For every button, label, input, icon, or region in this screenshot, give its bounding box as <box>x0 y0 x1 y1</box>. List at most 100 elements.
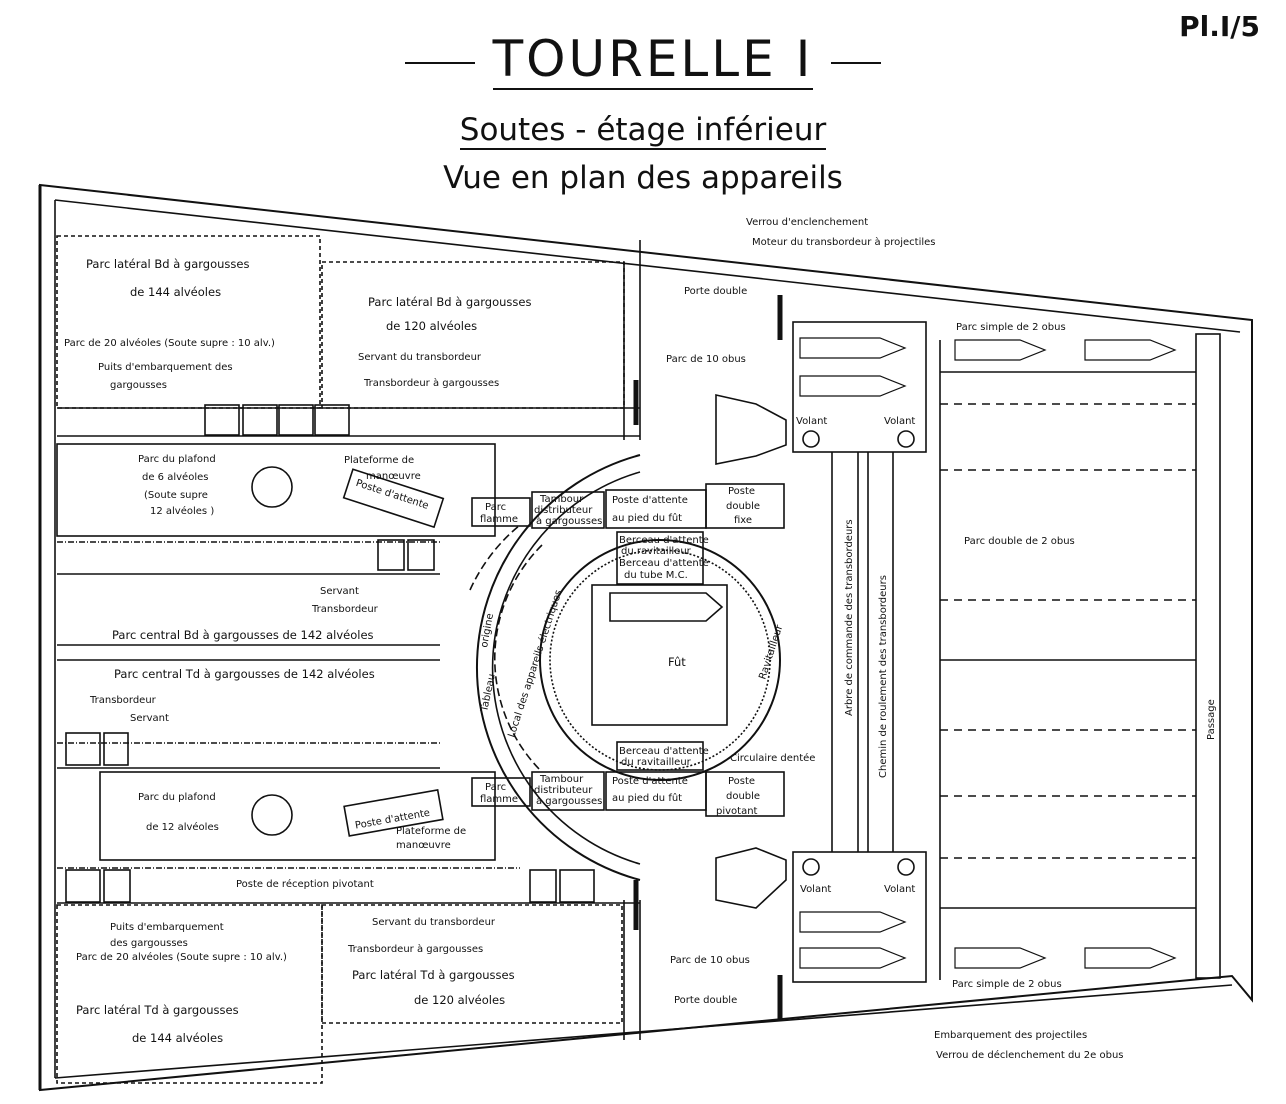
label-servant-top: Servant du transbordeur <box>358 352 482 363</box>
label-volant-2: Volant <box>884 416 915 427</box>
label-parc-double: Parc double de 2 obus <box>964 536 1075 547</box>
subtitle-text: Soutes - étage inférieur <box>459 112 827 150</box>
label-transb-bot: Transbordeur à gargousses <box>347 943 483 955</box>
label-volant-3: Volant <box>800 884 831 895</box>
label-plateforme-bot-b: manœuvre <box>396 840 451 851</box>
label-volant-1: Volant <box>796 416 827 427</box>
passage-corridor <box>1195 333 1221 979</box>
label-parc-plafond6-c: (Soute supre <box>144 490 208 501</box>
label-tambour-bot: Tambour <box>539 774 584 785</box>
label-parc-flamme-bot: Parc <box>485 782 506 793</box>
label-tambour-top-b: distributeur <box>534 505 593 516</box>
label-puits-top: Puits d'embarquement des <box>98 362 233 373</box>
label-berceau-top-c: Berceau d'attente <box>619 558 709 569</box>
label-verrou-top: Verrou d'enclenchement <box>746 217 868 228</box>
label-parc-20-top: Parc de 20 alvéoles (Soute supre : 10 al… <box>64 337 275 349</box>
label-plateforme-bot: Plateforme de <box>396 826 466 837</box>
label-moteur: Moteur du transbordeur à projectiles <box>752 236 935 248</box>
label-volant-4: Volant <box>884 884 915 895</box>
label-parc-lat-bd-120: Parc latéral Bd à gargousses <box>368 295 531 309</box>
platform-top <box>56 443 496 537</box>
magazine-lower-left <box>56 904 323 1084</box>
label-berceau-top-d: du tube M.C. <box>624 570 688 581</box>
label-verrou-bot: Verrou de déclenchement du 2e obus <box>936 1049 1124 1061</box>
label-parc-central-bd: Parc central Bd à gargousses de 142 alvé… <box>112 628 374 642</box>
label-porte-double-bot: Porte double <box>674 995 737 1006</box>
label-parc-10-top: Parc de 10 obus <box>666 354 746 365</box>
label-transb-low: Transbordeur <box>89 695 157 706</box>
label-poste-fut-bot: Poste d'attente <box>612 776 688 787</box>
label-tambour-top: Tambour <box>539 494 584 505</box>
transbordeur-frame <box>792 321 927 453</box>
label-tambour-bot-b: distributeur <box>534 785 593 796</box>
label-parc-lat-td-120-b: de 120 alvéoles <box>414 993 505 1007</box>
barbette-circle <box>539 539 781 781</box>
label-puits-bot-b: des gargousses <box>110 938 188 949</box>
label-poste-pivotant-b: double <box>726 791 760 802</box>
label-arbre: Arbre de commande des transbordeurs <box>844 519 855 716</box>
label-local: Local des appareils électriques <box>505 588 564 739</box>
label-parc-lat-td-144: Parc latéral Td à gargousses <box>76 1003 239 1017</box>
subtitle-vue: Vue en plan des appareils <box>443 160 843 196</box>
label-parc-plafond6: Parc du plafond <box>138 454 216 465</box>
label-berceau-bot: Berceau d'attente <box>619 746 709 757</box>
label-parc-simple-bot: Parc simple de 2 obus <box>952 979 1062 990</box>
plate-number: Pl.I/5 <box>1179 10 1260 43</box>
title-text: TOURELLE I <box>492 30 814 90</box>
label-parc-lat-td-120: Parc latéral Td à gargousses <box>352 968 515 982</box>
magazine-upper-left <box>56 235 321 409</box>
fut-block <box>591 584 728 726</box>
label-poste-reception: Poste de réception pivotant <box>236 878 374 890</box>
label-parc-plafond6-b: de 6 alvéoles <box>142 471 208 483</box>
label-fut: Fût <box>668 655 686 669</box>
label-poste-pivotant: Poste <box>728 776 755 787</box>
label-puits-bot: Puits d'embarquement <box>110 922 224 933</box>
label-circulaire: Circulaire dentée <box>730 752 815 764</box>
label-plateforme-top-b: manœuvre <box>366 471 421 482</box>
label-transb-top: Transbordeur à gargousses <box>363 377 499 389</box>
label-transb-mid: Transbordeur <box>311 604 379 615</box>
label-berceau-top: Berceau d'attente <box>619 535 709 546</box>
label-parc-lat-td-144-b: de 144 alvéoles <box>132 1031 223 1045</box>
label-porte-double-top: Porte double <box>684 286 747 297</box>
label-poste-fixe-b: double <box>726 501 760 512</box>
label-parc-central-td: Parc central Td à gargousses de 142 alvé… <box>114 667 375 681</box>
turret-arc <box>476 454 641 881</box>
label-parc-lat-bd-144-b: de 144 alvéoles <box>130 285 221 299</box>
label-passage: Passage <box>1206 699 1217 740</box>
label-tableau: Tableau <box>479 673 498 714</box>
label-parc-simple-top: Parc simple de 2 obus <box>956 322 1066 333</box>
label-poste-fut-top: Poste d'attente <box>612 495 688 506</box>
label-parc-10-bot: Parc de 10 obus <box>670 955 750 966</box>
label-tambour-bot-c: à gargousses <box>536 795 602 807</box>
label-poste-fixe-c: fixe <box>734 515 752 526</box>
label-chemin: Chemin de roulement des transbordeurs <box>878 575 889 778</box>
label-parc-flamme-top-b: flamme <box>480 514 518 525</box>
subtitle-soutes: Soutes - étage inférieur <box>0 112 1286 150</box>
label-poste-pivotant-c: pivotant <box>716 806 758 817</box>
label-poste-attente-top: Poste d'attente <box>354 478 430 512</box>
label-servant-mid: Servant <box>320 586 359 597</box>
label-servant-low: Servant <box>130 713 169 724</box>
label-poste-fut-bot-b: au pied du fût <box>612 792 682 804</box>
label-poste-fut-top-b: au pied du fût <box>612 512 682 524</box>
label-servant-bot: Servant du transbordeur <box>372 917 496 928</box>
magazine-lower-mid <box>321 904 623 1024</box>
label-poste-fixe: Poste <box>728 486 755 497</box>
label-parc-plafond6-d: 12 alvéoles ) <box>150 505 214 517</box>
label-plateforme-top: Plateforme de <box>344 455 414 466</box>
label-parc-plafond12-b: de 12 alvéoles <box>146 821 219 833</box>
platform-bottom <box>99 771 496 861</box>
drawing-title: TOURELLE I <box>0 30 1286 90</box>
label-parc-flamme-bot-b: flamme <box>480 794 518 805</box>
label-tambour-top-c: à gargousses <box>536 515 602 527</box>
label-embarquement: Embarquement des projectiles <box>934 1030 1087 1041</box>
label-parc-plafond12: Parc du plafond <box>138 792 216 803</box>
label-ravitailleur: Ravitailleur <box>757 623 785 681</box>
label-parc-20-bot: Parc de 20 alvéoles (Soute supre : 10 al… <box>76 951 287 963</box>
label-parc-lat-bd-144: Parc latéral Bd à gargousses <box>86 257 249 271</box>
label-parc-lat-bd-120-b: de 120 alvéoles <box>386 319 477 333</box>
label-berceau-top-b: du ravitailleur <box>621 546 692 557</box>
label-puits-top-b: gargousses <box>110 380 167 391</box>
